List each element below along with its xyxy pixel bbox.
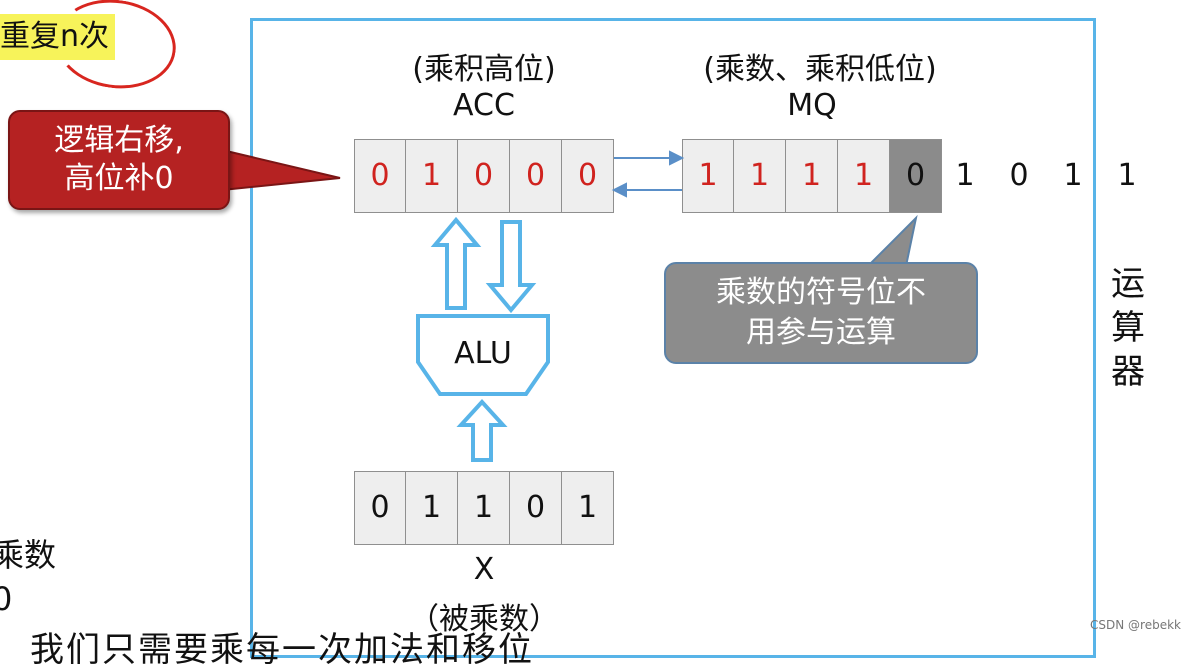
callout-line: 用参与运算 xyxy=(746,315,896,350)
red-callout-tail xyxy=(221,148,341,192)
side-char: 运 xyxy=(1111,264,1145,304)
callout-line: 逻辑右移, xyxy=(54,123,184,158)
alu-acc-arrows xyxy=(430,216,537,462)
x-bit: 1 xyxy=(406,471,458,545)
diagram-graphics xyxy=(221,148,918,462)
x-register: 0 1 1 0 1 xyxy=(354,471,614,545)
acc-register: 0 1 0 0 0 xyxy=(354,139,614,213)
x-label: X xyxy=(473,552,495,587)
side-char: 器 xyxy=(1111,352,1145,392)
mq-bit: 1 xyxy=(734,139,786,213)
x-bit: 1 xyxy=(562,471,614,545)
mq-bit: 1 xyxy=(838,139,890,213)
acc-bit: 0 xyxy=(510,139,562,213)
arithmetic-unit-label: 运 算 器 xyxy=(1108,262,1148,394)
logical-shift-callout: 逻辑右移, 高位补0 xyxy=(8,110,230,210)
shifted-bit: 1 xyxy=(1117,158,1137,193)
sign-bit-callout: 乘数的符号位不 用参与运算 xyxy=(664,262,978,364)
acc-label: ACC xyxy=(453,88,515,123)
x-label-cn: （被乘数） xyxy=(409,602,559,637)
shifted-bit: 0 xyxy=(1009,158,1029,193)
x-bit: 0 xyxy=(510,471,562,545)
mq-sign-bit: 0 xyxy=(890,139,942,213)
grey-callout-tail xyxy=(865,214,918,267)
acc-label-cn: (乘积高位) xyxy=(412,52,556,87)
acc-bit: 0 xyxy=(562,139,614,213)
alu-label: ALU xyxy=(454,336,512,371)
x-bit: 0 xyxy=(354,471,406,545)
shifted-bit: 1 xyxy=(955,158,975,193)
acc-bit: 0 xyxy=(458,139,510,213)
acc-bit: 0 xyxy=(354,139,406,213)
shifted-bit: 1 xyxy=(1063,158,1083,193)
acc-mq-arrows xyxy=(611,150,685,198)
side-char: 算 xyxy=(1111,308,1145,348)
mq-register: 1 1 1 1 0 xyxy=(682,139,942,213)
alu-shape xyxy=(416,314,550,396)
left-edge-text: 乘数 xyxy=(0,536,57,574)
acc-bit: 1 xyxy=(406,139,458,213)
repeat-n-times-label: 重复n次 xyxy=(0,14,116,60)
mq-bit: 1 xyxy=(786,139,838,213)
video-subtitle: 我们只需要乘每一次加法和移位 xyxy=(30,630,534,670)
callout-line: 乘数的符号位不 xyxy=(716,275,926,310)
x-bit: 1 xyxy=(458,471,510,545)
left-edge-text: 0 xyxy=(0,580,13,618)
mq-bit: 1 xyxy=(682,139,734,213)
callout-line: 高位补0 xyxy=(64,161,174,196)
watermark: CSDN @rebekk xyxy=(1090,618,1181,632)
shifted-bits: 1 0 1 1 xyxy=(938,139,1154,213)
mq-label: MQ xyxy=(787,88,837,123)
mq-label-cn: (乘数、乘积低位) xyxy=(703,52,937,87)
